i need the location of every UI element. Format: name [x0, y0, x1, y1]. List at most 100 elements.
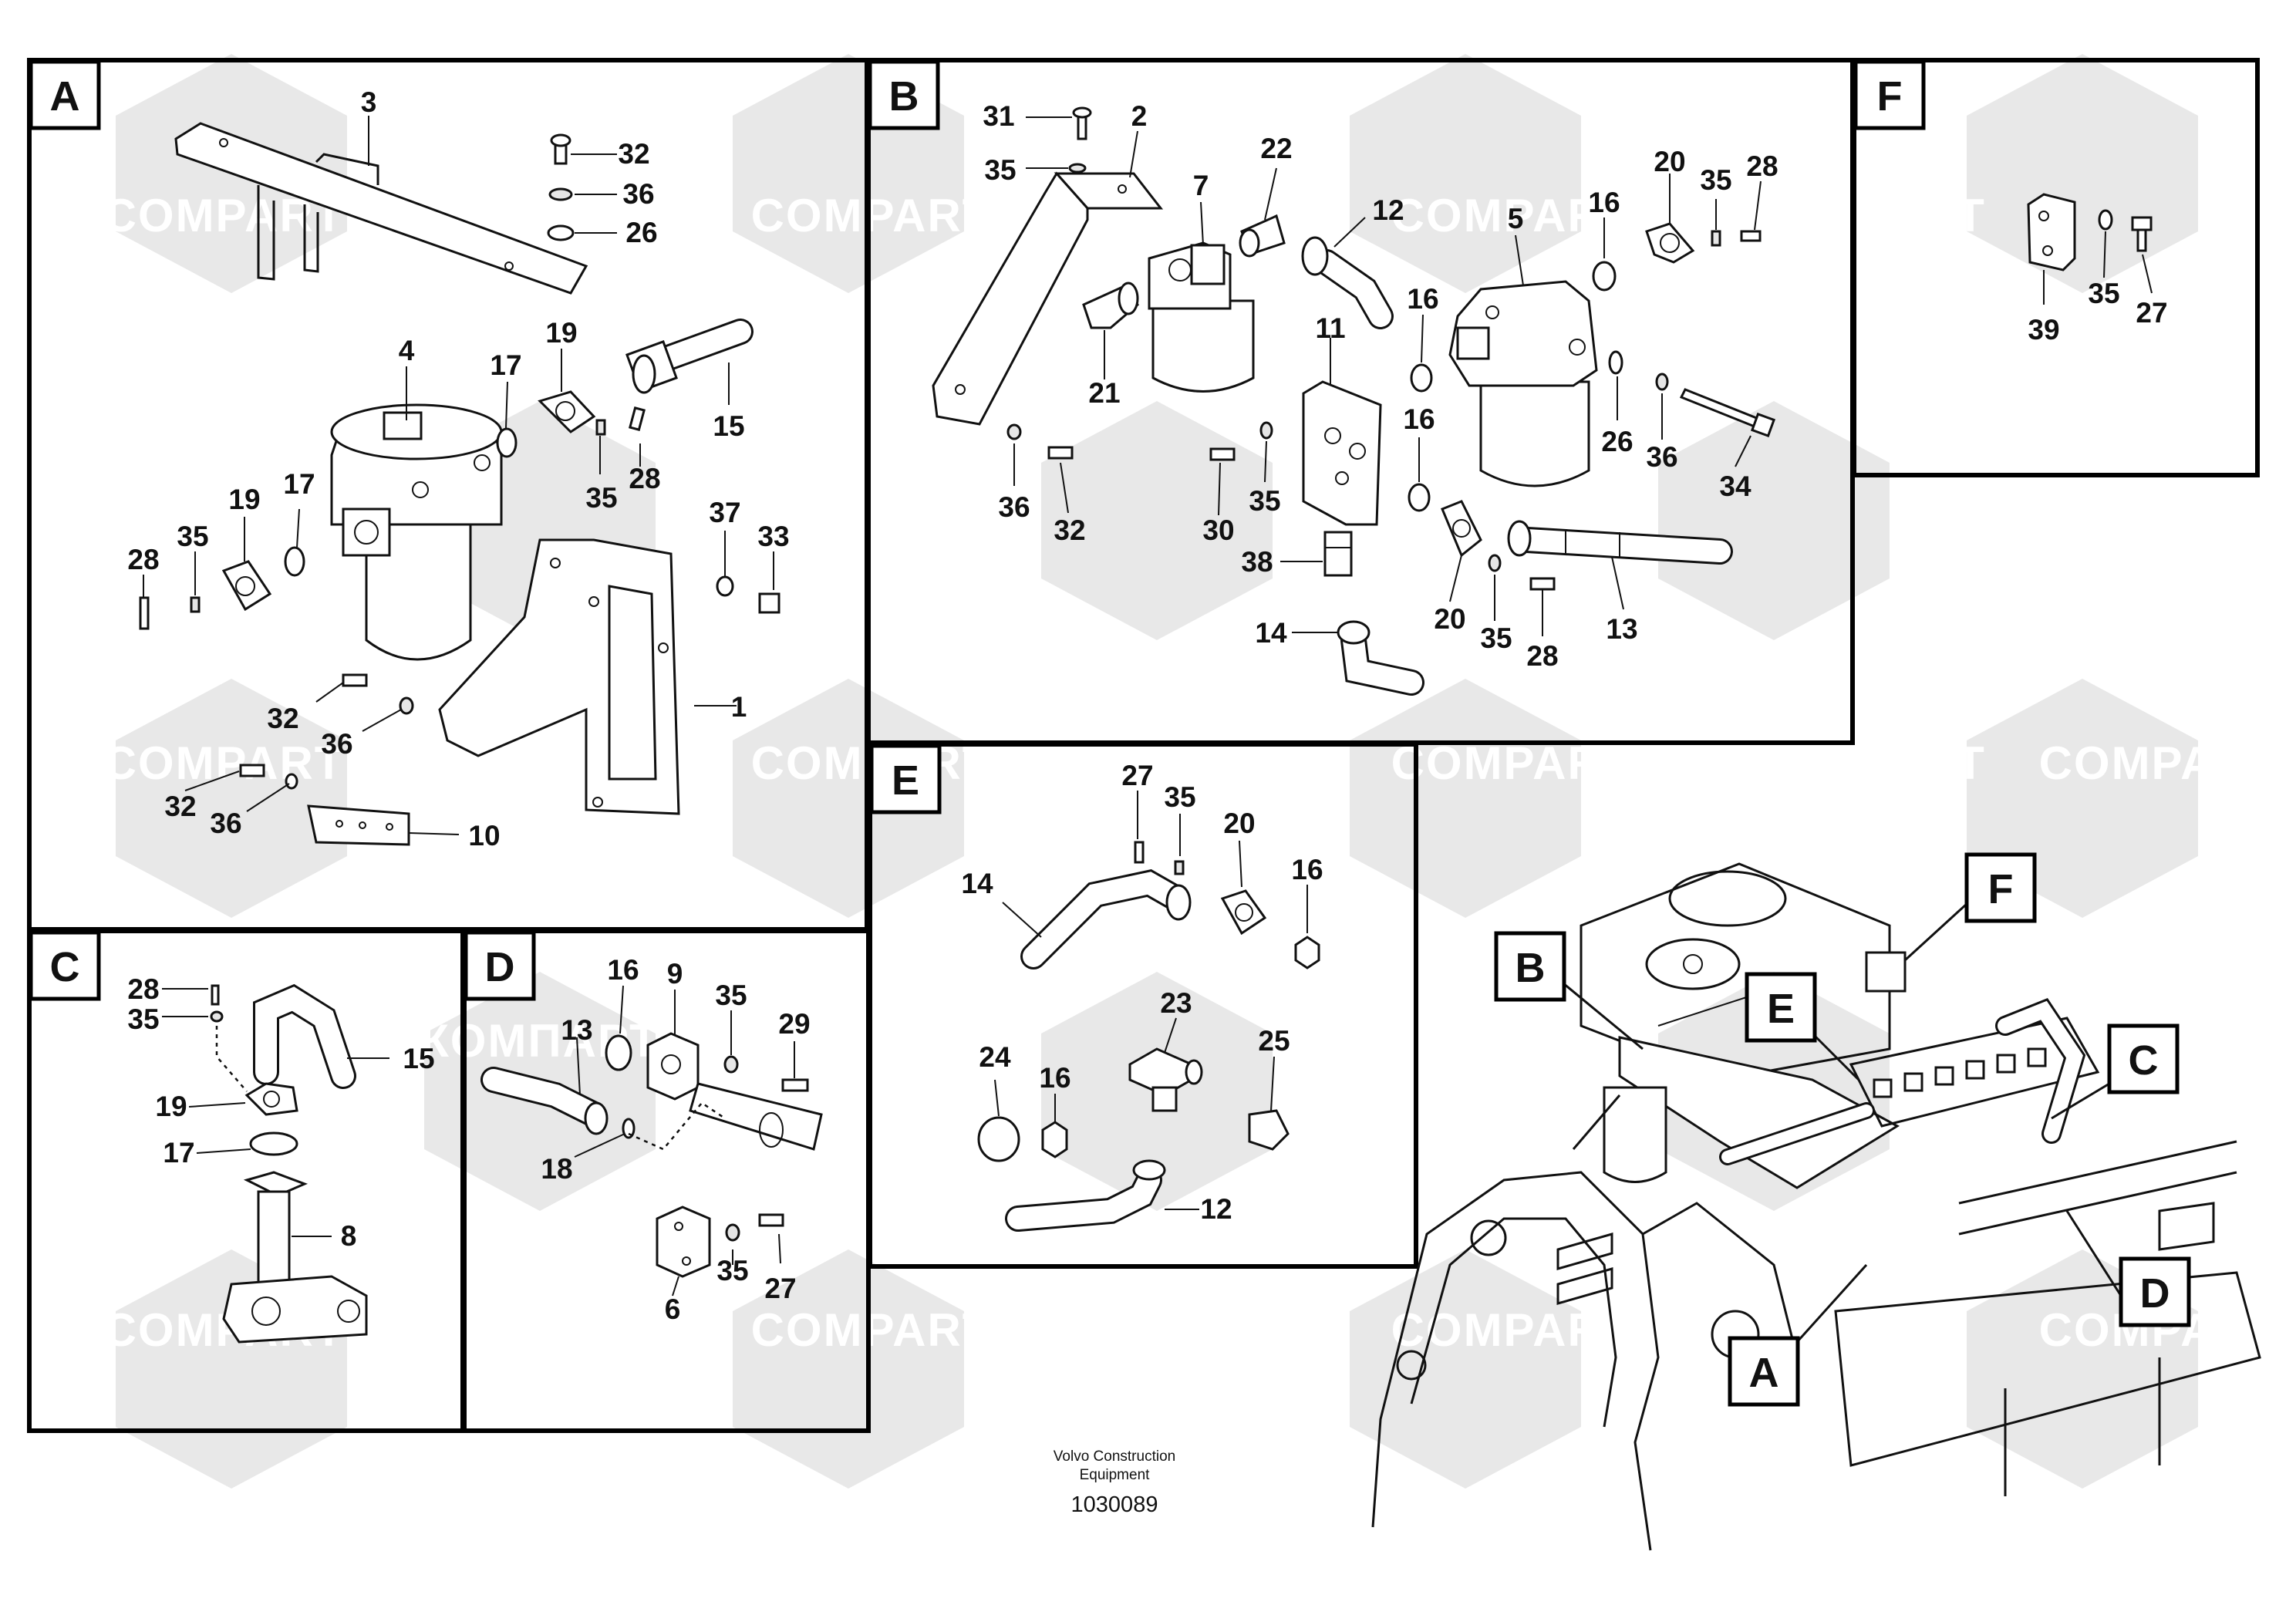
panel-b-callouts: 31 2 35 7 22 12 20 35 28 16 5 16 11 21 2…	[983, 100, 1778, 672]
bracket-part-3	[174, 122, 588, 295]
panel-c-label-box	[29, 930, 101, 1001]
overview-label-e: E	[1767, 986, 1795, 1032]
overview-label-c: C	[2129, 1037, 2159, 1084]
flange-part-20	[1220, 889, 1267, 936]
callout-35-right: 35	[1700, 164, 1731, 196]
hose-part-15	[625, 319, 754, 394]
panel-f-leaders	[2043, 231, 2153, 305]
callout-20: 20	[1654, 146, 1685, 177]
hose-part-14	[1020, 869, 1192, 969]
panel-b-label: B	[889, 73, 919, 120]
callout-13: 13	[561, 1014, 592, 1046]
callout-12: 12	[1200, 1193, 1232, 1225]
callout-20: 20	[1223, 808, 1255, 839]
footer-company-line-1: Volvo Construction	[1054, 1448, 1175, 1465]
callout-28-bottom: 28	[1526, 640, 1558, 672]
callout-33: 33	[757, 521, 789, 552]
filter-part-7	[1148, 241, 1255, 393]
filter-head-part-5	[1448, 280, 1598, 487]
bolt-part-34	[1679, 388, 1776, 438]
overview-label-f: F	[1988, 866, 2014, 912]
callout-25: 25	[1258, 1025, 1290, 1057]
callout-36-low: 36	[210, 808, 241, 839]
overview-label-box-b	[1494, 931, 1566, 1002]
panel-f-callouts: 39 35 27	[2028, 278, 2167, 346]
watermark-word: COMPART	[1746, 1570, 1988, 1622]
callout-34: 34	[1719, 470, 1752, 502]
assembly-dotted-line	[215, 1026, 248, 1092]
washer-part-35	[210, 1010, 224, 1023]
watermark-word: КОМПАРТ	[1747, 190, 1986, 241]
callout-16-low: 16	[1039, 1062, 1070, 1094]
callout-16-mid: 16	[1407, 283, 1438, 315]
callout-36-left: 36	[998, 491, 1030, 523]
panel-d-label-box	[464, 930, 536, 1001]
flange-part-19-left	[221, 560, 272, 612]
callout-28-left: 28	[127, 544, 159, 575]
callout-15: 15	[403, 1043, 434, 1074]
panel-f-label: F	[1877, 73, 1903, 120]
callout-22: 22	[1260, 133, 1292, 164]
callout-28: 28	[629, 463, 660, 494]
overview-label-box-a	[1728, 1336, 1800, 1407]
valve-block-part-11	[1302, 380, 1382, 526]
plate-part-1	[438, 538, 680, 815]
callout-32: 32	[1054, 514, 1085, 546]
watermark-word: COMPART	[751, 1304, 993, 1356]
panel-e-callouts: 27 35 20 14 16 23 25 24 16 12	[961, 760, 1323, 1225]
callout-14: 14	[1255, 617, 1287, 649]
callout-37: 37	[709, 497, 740, 528]
callout-35: 35	[1164, 781, 1195, 813]
panel-c-leaders	[162, 988, 389, 1237]
callout-26: 26	[1601, 426, 1633, 457]
callout-17-left: 17	[283, 468, 315, 500]
drawing-number: 1030089	[1071, 1492, 1158, 1517]
panel-d-leaders	[574, 985, 795, 1297]
adapter-part-22	[1239, 214, 1286, 258]
callout-24: 24	[979, 1041, 1011, 1073]
panel-c-callouts: 28 35 15 19 17 8	[127, 973, 434, 1252]
callout-32-low: 32	[164, 791, 196, 822]
panel-c-label: C	[50, 944, 80, 990]
cover-plate-part-6	[656, 1206, 711, 1278]
callout-11: 11	[1315, 312, 1345, 344]
watermark-word: COMPART	[751, 190, 993, 241]
callout-35-bottom: 35	[1480, 622, 1512, 654]
callout-7: 7	[1193, 170, 1209, 201]
callout-19-left: 19	[228, 484, 260, 515]
callout-13: 13	[1606, 613, 1637, 645]
flange-part-19	[538, 390, 596, 433]
callout-28: 28	[127, 973, 159, 1005]
callout-31: 31	[983, 100, 1014, 132]
overview-label-box-c	[2107, 1023, 2180, 1094]
callout-14: 14	[961, 868, 993, 899]
panel-c: C 28 35 15	[27, 929, 465, 1433]
hose-part-15	[253, 983, 356, 1089]
callout-23: 23	[1160, 987, 1192, 1019]
bolt-part-27	[758, 1213, 784, 1227]
footer-company-line-2: Equipment	[1080, 1467, 1151, 1483]
washer-part-35	[1174, 860, 1185, 875]
callout-5: 5	[1508, 203, 1524, 234]
seal-ring-part-16-low	[1041, 1121, 1068, 1158]
watermark-word: COMPART	[1391, 190, 1633, 241]
callout-18: 18	[541, 1153, 572, 1185]
callout-6: 6	[665, 1293, 681, 1325]
panel-d: D	[462, 929, 871, 1433]
callout-3: 3	[361, 86, 377, 118]
watermark-word: КОМПАРТ	[1747, 737, 1986, 789]
pipe-part-8	[222, 1171, 368, 1344]
bolt-part-29	[781, 1078, 809, 1092]
panel-a-label: A	[50, 73, 80, 120]
adapter-part-38	[1323, 531, 1353, 577]
hardware-panel-b	[1006, 106, 1762, 591]
overview-leaders	[1563, 902, 2122, 1344]
panel-a-leaders	[143, 116, 774, 835]
bolt-part-27	[1134, 841, 1145, 864]
callout-16: 16	[1588, 187, 1620, 218]
panel-b-leaders	[1013, 116, 1762, 636]
flange-part-20	[1645, 222, 1695, 264]
watermark-word: COMPART	[751, 467, 993, 519]
callout-15: 15	[713, 410, 744, 442]
